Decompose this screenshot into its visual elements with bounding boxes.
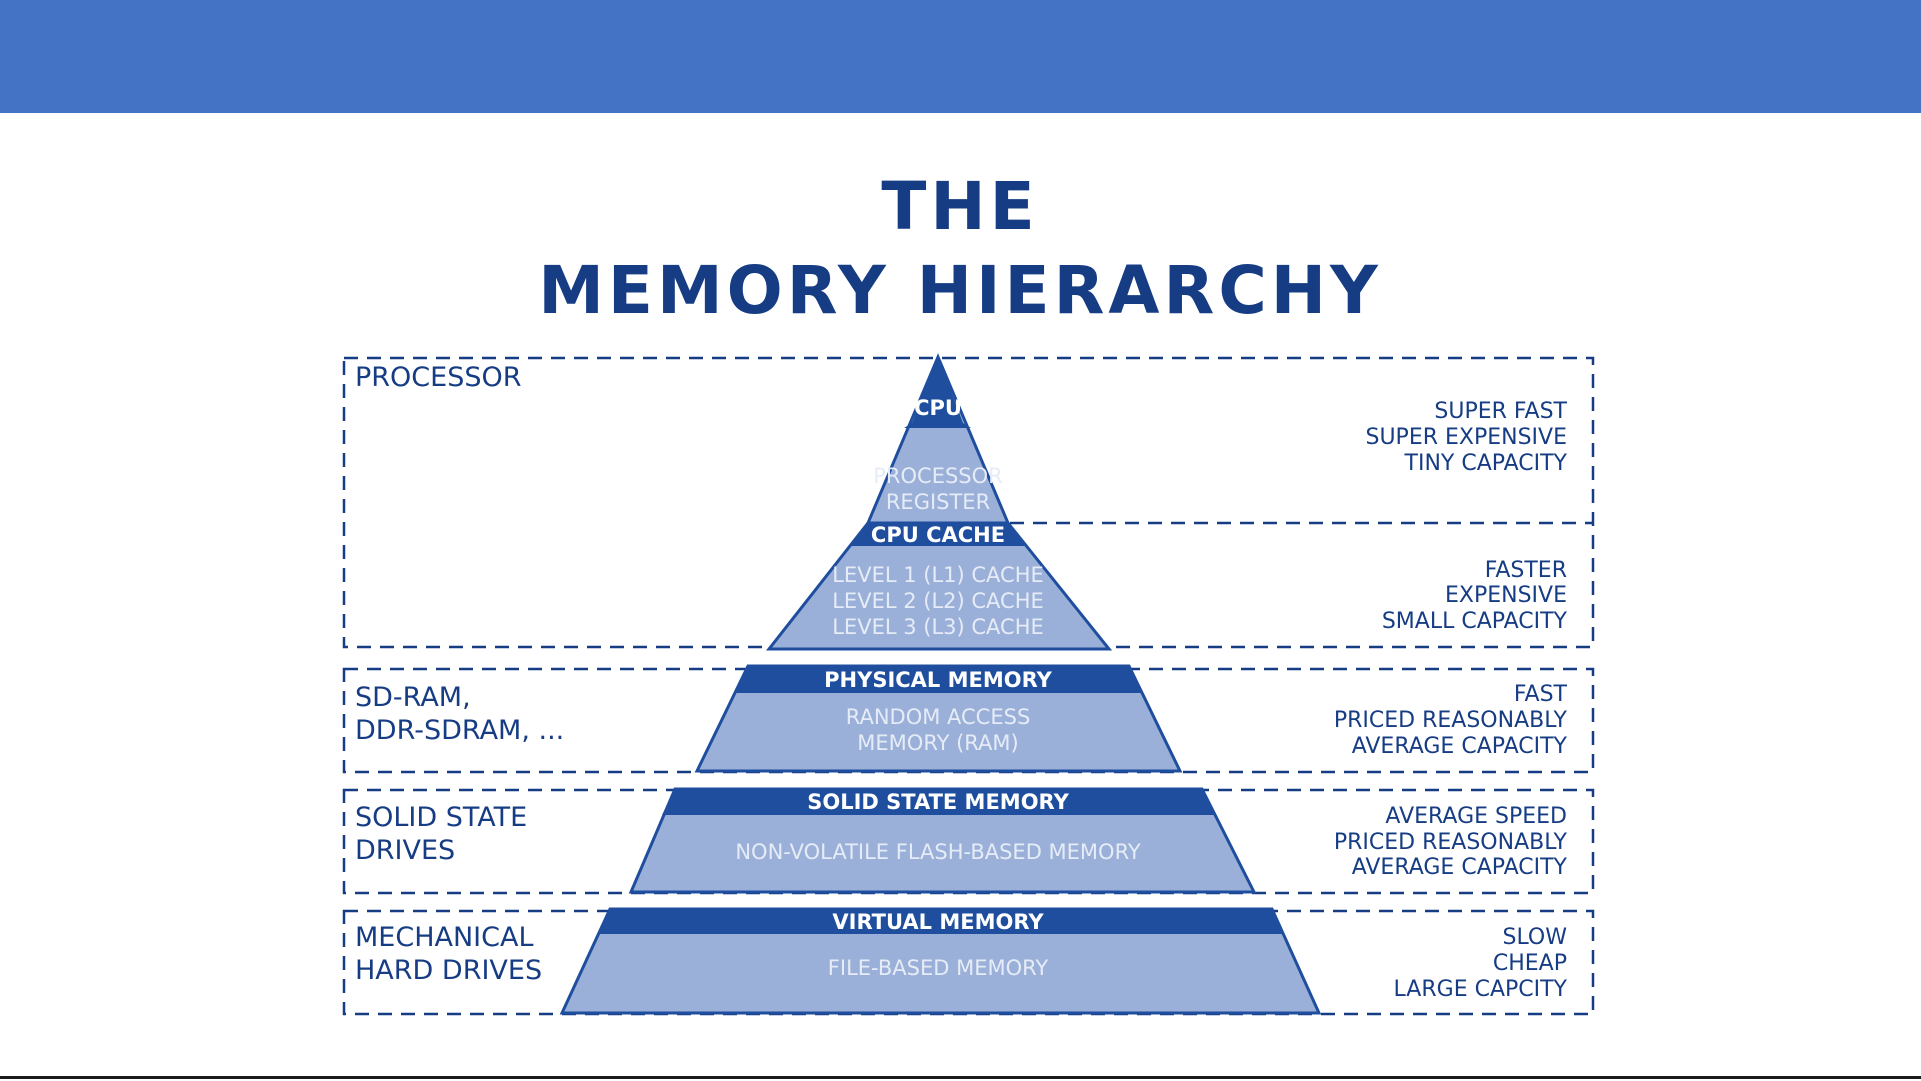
prop-ram-2: PRICED REASONABLY: [1334, 708, 1568, 733]
title-line-1: THE: [881, 168, 1038, 245]
band-label-cpu-cache: CPU CACHE: [871, 523, 1005, 547]
side-label-ssd-2: DRIVES: [355, 835, 455, 866]
band-cpu: [904, 423, 971, 428]
prop-ssd-1: AVERAGE SPEED: [1385, 804, 1567, 829]
band-cpu-tip: [912, 357, 963, 423]
property-labels: SUPER FAST SUPER EXPENSIVE TINY CAPACITY…: [1334, 399, 1568, 1002]
side-label-hdd-1: MECHANICAL: [355, 922, 534, 953]
band-label-solid-state-memory: SOLID STATE MEMORY: [807, 790, 1069, 814]
layer-text-cache-1: LEVEL 1 (L1) CACHE: [832, 563, 1044, 587]
prop-register-1: SUPER FAST: [1434, 399, 1567, 424]
memory-hierarchy-figure: THE MEMORY HIERARCHY CPU: [322, 113, 1598, 1043]
memory-hierarchy-diagram: THE MEMORY HIERARCHY CPU: [342, 168, 1595, 1016]
side-label-sdram-1: SD-RAM,: [355, 682, 471, 713]
layer-text-ram-1: RANDOM ACCESS: [846, 705, 1031, 729]
side-label-hdd-2: HARD DRIVES: [355, 955, 542, 986]
prop-register-3: TINY CAPACITY: [1404, 451, 1568, 476]
layer-text-virtual: FILE-BASED MEMORY: [828, 956, 1049, 980]
band-cpu-cache: [849, 523, 1027, 546]
band-virtual-memory: [598, 909, 1284, 934]
band-label-virtual-memory: VIRTUAL MEMORY: [832, 910, 1044, 934]
prop-cache-2: EXPENSIVE: [1445, 583, 1567, 608]
header-bar: [0, 0, 1921, 113]
band-label-physical-memory: PHYSICAL MEMORY: [824, 668, 1052, 692]
layer-text-cache-3: LEVEL 3 (L3) CACHE: [832, 615, 1044, 639]
layer-text-register-1: PROCESSOR: [873, 464, 1003, 488]
band-physical-memory: [735, 666, 1142, 693]
prop-ram-1: FAST: [1514, 682, 1568, 707]
prop-ssd-3: AVERAGE CAPACITY: [1352, 855, 1568, 880]
band-label-cpu: CPU: [914, 396, 962, 420]
side-label-processor: PROCESSOR: [355, 362, 522, 393]
prop-hdd-3: LARGE CAPCITY: [1394, 977, 1568, 1002]
layer-text-cache-2: LEVEL 2 (L2) CACHE: [832, 589, 1044, 613]
side-label-ssd-1: SOLID STATE: [355, 802, 527, 833]
footer-rule: [0, 1076, 1921, 1079]
prop-cache-1: FASTER: [1485, 558, 1567, 583]
pyramid-bands: [598, 357, 1284, 934]
side-label-sdram-2: DDR-SDRAM, ...: [355, 715, 564, 746]
prop-hdd-1: SLOW: [1502, 925, 1567, 950]
prop-hdd-2: CHEAP: [1493, 951, 1567, 976]
band-solid-state-memory: [662, 789, 1215, 815]
layer-text-register-2: REGISTER: [886, 490, 990, 514]
prop-ram-3: AVERAGE CAPACITY: [1352, 734, 1568, 759]
layer-text-ram-2: MEMORY (RAM): [857, 731, 1018, 755]
prop-cache-3: SMALL CAPACITY: [1382, 609, 1568, 634]
prop-ssd-2: PRICED REASONABLY: [1334, 830, 1568, 855]
prop-register-2: SUPER EXPENSIVE: [1365, 425, 1567, 450]
layer-text-ssd: NON-VOLATILE FLASH-BASED MEMORY: [735, 840, 1140, 864]
title-line-2: MEMORY HIERARCHY: [538, 252, 1382, 329]
